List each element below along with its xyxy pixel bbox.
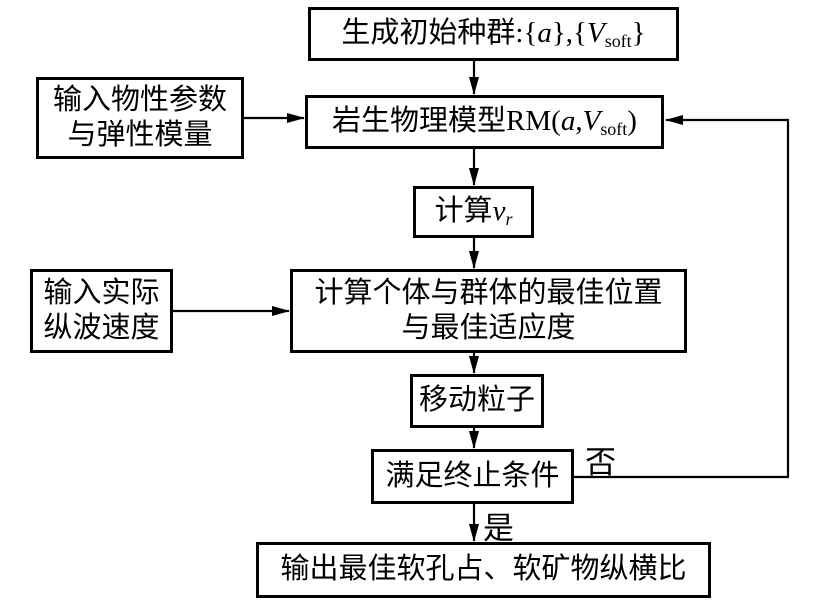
rock-model-text: 岩生物理模型RM(a,Vsoft): [332, 104, 637, 139]
move-particles-text: 移动粒子: [418, 384, 535, 417]
var-v: V: [582, 104, 601, 137]
box-move-particles: 移动粒子: [410, 374, 544, 428]
termination-text: 满足终止条件: [385, 459, 560, 492]
edge-label-no: 否: [585, 445, 616, 480]
box-calc-vr: 计算vr: [413, 186, 534, 238]
var-a: a: [537, 16, 552, 49]
box-generate-population: 生成初始种群:{a},{Vsoft}: [308, 7, 679, 61]
var-a: a: [560, 104, 576, 137]
output-text: 输出最佳软孔占、软矿物纵横比: [280, 553, 687, 586]
subscript-r: r: [505, 208, 513, 229]
box-input-properties: 输入物性参数 与弹性模量: [36, 77, 244, 159]
box-calc-best-position-fitness: 计算个体与群体的最佳位置 与最佳适应度: [290, 269, 687, 353]
var-v: V: [586, 16, 605, 49]
arrow-no-feedback-loop: [573, 115, 790, 479]
calc-vr-text: 计算vr: [434, 194, 513, 229]
input-velocity-text: 输入实际 纵波速度: [43, 276, 160, 344]
box-rock-physics-model: 岩生物理模型RM(a,Vsoft): [305, 95, 664, 149]
var-v: v: [492, 194, 506, 227]
generate-text: 生成初始种群:{a},{Vsoft}: [341, 16, 646, 51]
subscript-soft: soft: [604, 30, 632, 51]
edge-label-yes: 是: [483, 511, 514, 546]
subscript-soft: soft: [600, 118, 628, 139]
calc-best-text: 计算个体与群体的最佳位置 与最佳适应度: [314, 276, 663, 344]
input-properties-text: 输入物性参数 与弹性模量: [52, 83, 227, 151]
box-input-velocity: 输入实际 纵波速度: [30, 269, 173, 353]
box-output-result: 输出最佳软孔占、软矿物纵横比: [256, 542, 711, 598]
box-termination-condition: 满足终止条件: [371, 449, 574, 504]
